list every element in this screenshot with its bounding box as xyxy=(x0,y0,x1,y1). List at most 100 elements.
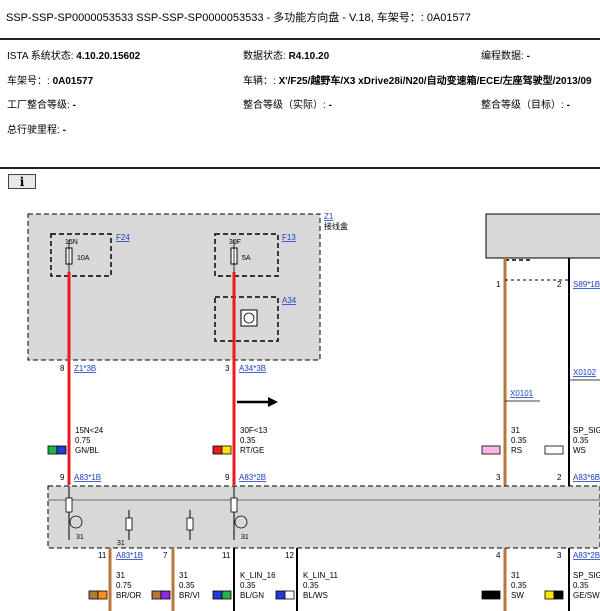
wire2-color: RT/GE xyxy=(240,446,264,455)
relay-a34-icon xyxy=(240,309,258,327)
a83-2b-link[interactable]: A83*2B xyxy=(239,473,266,482)
pin-4-label: 4 xyxy=(496,551,501,560)
arrow-right-icon xyxy=(268,397,278,407)
z1-link[interactable]: Z1 xyxy=(324,212,334,221)
wire1-swatch-blue xyxy=(56,445,67,455)
wire1-size: 0.75 xyxy=(75,436,91,445)
inner-resistor-4 xyxy=(230,497,238,513)
wire3-signal: 31 xyxy=(511,426,520,435)
pin-3r-label: 3 xyxy=(496,473,501,482)
b3-size: 0.35 xyxy=(240,581,256,590)
pin-1r-label: 1 xyxy=(496,280,501,289)
gnd-2-label: 31 xyxy=(117,540,125,547)
wire3-color: RS xyxy=(511,446,522,455)
vin: 车架号：: 0A01577 xyxy=(7,76,94,87)
inner-transistor-1 xyxy=(69,515,83,529)
b6-color: GE/SW xyxy=(573,591,600,600)
fuse-f24-box xyxy=(50,233,112,277)
f13-pin-label: 30F xyxy=(229,239,241,246)
vehicle: 车辆：: X'/F25/越野车/X3 xDrive28i/N20/自动变速箱/E… xyxy=(243,76,592,87)
inner-resistor-1 xyxy=(65,497,73,513)
gnd-3-label: 31 xyxy=(241,534,249,541)
f24-link[interactable]: F24 xyxy=(116,233,130,242)
b4-size: 0.35 xyxy=(303,581,319,590)
pin-11b-label: 11 xyxy=(222,551,231,560)
ista-status: ISTA 系统状态: 4.10.20.15602 xyxy=(7,51,141,62)
f24-amp-label: 10A xyxy=(77,255,90,262)
a34-link[interactable]: A34 xyxy=(282,296,297,305)
integration-level-actual: 整合等级（实际）: - xyxy=(243,100,332,111)
b2-signal: 31 xyxy=(179,571,188,580)
wire3-size: 0.35 xyxy=(511,436,527,445)
data-status: 数据状态: R4.10.20 xyxy=(243,51,330,62)
pin-3b-label: 3 xyxy=(557,551,562,560)
right-component-box xyxy=(485,213,600,259)
b5-color: SW xyxy=(511,591,524,600)
b2-color: BR/VI xyxy=(179,591,200,600)
wire1-color: GN/BL xyxy=(75,446,100,455)
b4-signal: K_LIN_11 xyxy=(303,571,339,580)
factory-integration-level: 工厂整合等级: - xyxy=(7,100,76,111)
b5-size: 0.35 xyxy=(511,581,527,590)
b3-swatch-blue xyxy=(212,590,223,600)
pin-2r2-label: 2 xyxy=(557,473,562,482)
a83-2b-link-bottom[interactable]: A83*2B xyxy=(573,551,600,560)
window-title: SSP-SSP-SP0000053533 SSP-SSP-SP000005353… xyxy=(6,12,471,24)
b4-color: BL/WS xyxy=(303,591,328,600)
z1-3b-link[interactable]: Z1*3B xyxy=(74,364,96,373)
b4-swatch-white xyxy=(284,590,295,600)
b6-swatch-yellow xyxy=(544,590,555,600)
pin-11-label: 11 xyxy=(98,551,107,560)
b3-signal: K_LIN_16 xyxy=(240,571,276,580)
wire4-swatch-white xyxy=(544,445,564,455)
b5-signal: 31 xyxy=(511,571,520,580)
pin-3a-label: 3 xyxy=(225,364,230,373)
inner-resistor-3 xyxy=(186,517,194,531)
f13-link[interactable]: F13 xyxy=(282,233,296,242)
pin-2r-label: 2 xyxy=(557,280,562,289)
header-divider xyxy=(0,38,600,40)
a83-1b-link-bottom[interactable]: A83*1B xyxy=(116,551,143,560)
junction-box-z1 xyxy=(27,213,321,361)
pin-9b-label: 9 xyxy=(225,473,230,482)
pin-9a-label: 9 xyxy=(60,473,65,482)
module-a83 xyxy=(47,485,600,549)
wire2-size: 0.35 xyxy=(240,436,256,445)
b6-signal: SP_SIG xyxy=(573,571,600,580)
b2-size: 0.35 xyxy=(179,581,195,590)
s89-1b-link[interactable]: S89*1B xyxy=(573,280,600,289)
wire2-swatch-yellow xyxy=(221,445,232,455)
a34-3b-link[interactable]: A34*3B xyxy=(239,364,266,373)
x0101-link[interactable]: X0101 xyxy=(510,389,534,398)
pin-12-label: 12 xyxy=(285,551,294,560)
b1-swatch-brown xyxy=(88,590,99,600)
b6-size: 0.35 xyxy=(573,581,589,590)
b2-swatch-brown xyxy=(151,590,162,600)
gnd-1-label: 31 xyxy=(76,534,84,541)
pin-7-label: 7 xyxy=(163,551,168,560)
z1-description: 接线盒 xyxy=(324,221,348,231)
pin-8-label: 8 xyxy=(60,364,65,373)
b3-swatch-green xyxy=(221,590,232,600)
b5-swatch-black xyxy=(481,590,501,600)
wire4-size: 0.35 xyxy=(573,436,589,445)
b6-swatch-black xyxy=(553,590,564,600)
b1-swatch-orange xyxy=(97,590,108,600)
a83-6b-link[interactable]: A83*6B xyxy=(573,473,600,482)
f13-amp-label: 5A xyxy=(242,255,251,262)
wire3-swatch-pink xyxy=(481,445,501,455)
a83-1b-link[interactable]: A83*1B xyxy=(74,473,101,482)
inner-transistor-2 xyxy=(234,515,248,529)
info-icon[interactable]: i xyxy=(8,174,36,189)
inner-resistor-2 xyxy=(125,517,133,531)
b1-size: 0.75 xyxy=(116,581,132,590)
x0102-link[interactable]: X0102 xyxy=(573,368,597,377)
wire4-color: WS xyxy=(573,446,586,455)
wire2-swatch-red xyxy=(212,445,223,455)
info-divider xyxy=(0,167,600,169)
relay-a34-coil xyxy=(243,312,255,324)
integration-level-target: 整合等级（目标）: - xyxy=(481,100,570,111)
f24-pin-label: 15N xyxy=(65,239,78,246)
b1-signal: 31 xyxy=(116,571,125,580)
wire1-swatch-green xyxy=(47,445,58,455)
